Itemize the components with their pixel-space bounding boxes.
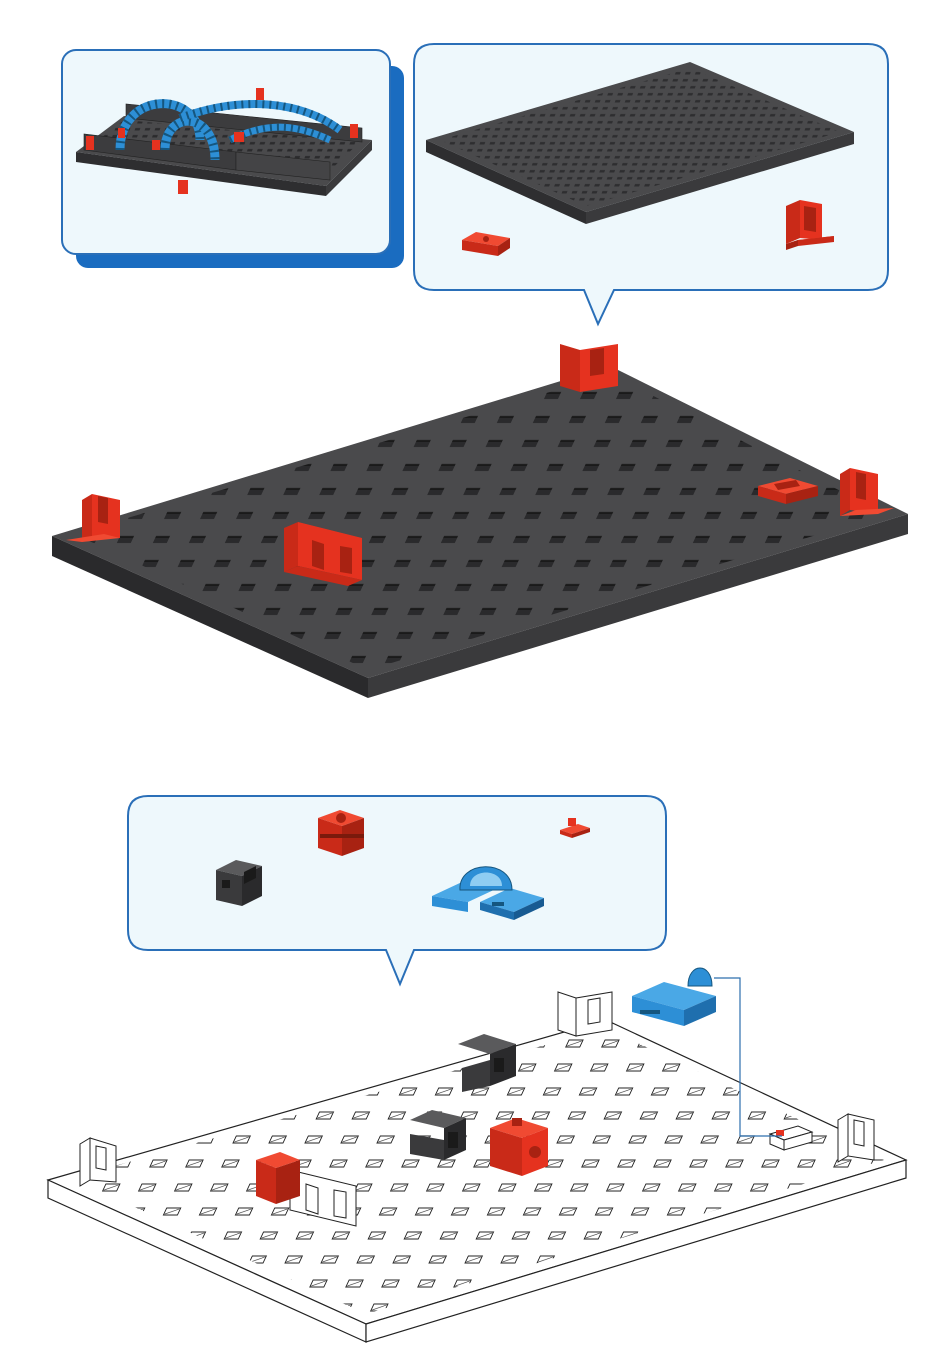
- callout-bubble: [128, 796, 666, 984]
- white-bracket-left: [80, 1138, 116, 1186]
- finished-model-preview: [62, 50, 404, 268]
- parts-callout-step2: [128, 796, 666, 984]
- white-bracket-right: [838, 1114, 874, 1162]
- parts-callout-step1: [414, 44, 888, 324]
- blue-mount-on-plate: [632, 968, 716, 1026]
- red-bracket-top: [560, 344, 618, 392]
- red-block-on-plate-left: [256, 1152, 300, 1204]
- red-building-block-part: [318, 810, 364, 856]
- black-building-block-part: [216, 860, 262, 906]
- red-block-on-plate-center: [490, 1118, 548, 1176]
- red-bracket-right: [840, 468, 894, 516]
- base-plate-dark: [52, 344, 908, 698]
- base-plate-light: [48, 968, 906, 1342]
- white-bracket-top: [558, 992, 612, 1036]
